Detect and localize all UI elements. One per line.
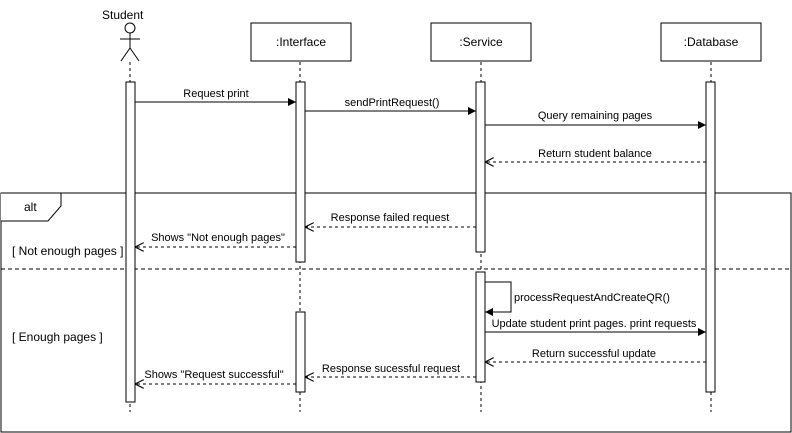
message-return-successful-update-label: Return successful update <box>532 348 656 360</box>
database-label: :Database <box>684 35 739 49</box>
message-process-request-label: processRequestAndCreateQR() <box>514 292 670 304</box>
student-label: Student <box>102 8 144 22</box>
activation-interface-2 <box>295 311 306 393</box>
alt-fragment <box>0 192 792 433</box>
student-actor-icon <box>120 22 140 62</box>
alt-operator-tab <box>1 192 62 222</box>
message-request-print-label: Request print <box>183 88 248 100</box>
message-send-print-request-label: sendPrintRequest() <box>345 97 440 109</box>
interface-participant: :Interface <box>250 22 352 62</box>
interface-label: :Interface <box>276 35 326 49</box>
message-response-failed-request-label: Response failed request <box>331 212 450 224</box>
guard-not-enough-pages: [ Not enough pages ] <box>12 244 123 258</box>
activation-interface-1 <box>295 81 306 263</box>
activation-service-2 <box>475 271 486 383</box>
message-query-remaining-pages-label: Query remaining pages <box>538 110 653 122</box>
activation-student <box>125 81 136 403</box>
activation-service-1 <box>475 81 486 253</box>
service-label: :Service <box>459 35 503 49</box>
message-return-student-balance-label: Return student balance <box>538 148 652 160</box>
message-response-successful-request-label: Response sucessful request <box>322 363 460 375</box>
service-participant: :Service <box>430 22 532 62</box>
message-process-request-self <box>485 281 512 316</box>
message-shows-not-enough-pages-label: Shows "Not enough pages" <box>151 232 285 244</box>
message-update-student-print-pages-label: Update student print pages. print reques… <box>492 318 697 330</box>
alt-operator-label: alt <box>24 200 37 214</box>
activation-database <box>705 81 716 393</box>
database-participant: :Database <box>660 22 762 62</box>
message-shows-request-successful-label: Shows "Request successful" <box>144 369 283 381</box>
guard-enough-pages: [ Enough pages ] <box>12 330 103 344</box>
